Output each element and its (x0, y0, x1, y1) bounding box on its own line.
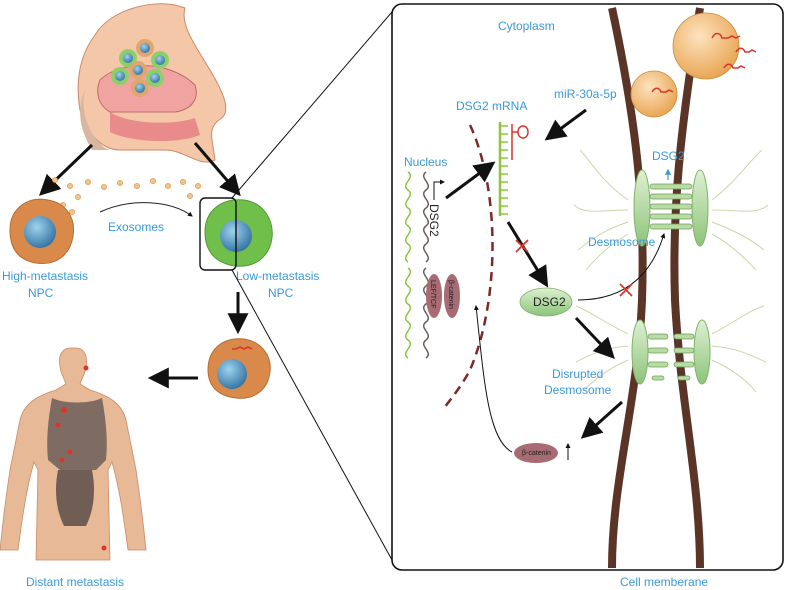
arrow-to-high-npc (38, 143, 94, 196)
zoom-line-bottom (231, 269, 393, 561)
label-beta-catenin-cyto: β-catenin (522, 450, 551, 457)
label-dsg2-gene: DSG2 (427, 204, 441, 237)
arrow-translation (506, 221, 549, 288)
label-desmosome: Desmosome (588, 235, 656, 249)
label-cytoplasm: Cytoplasm (498, 19, 555, 33)
arrow-beta-catenin-to-nucleus (473, 305, 513, 453)
label-beta-catenin-nucleus: β-catenin (447, 280, 454, 309)
translation-blocked-cross (515, 239, 529, 253)
label-low-npc: NPC (268, 286, 294, 300)
label-disrupted-1: Disrupted (552, 367, 603, 381)
free-mirna-2 (735, 47, 757, 53)
dsg2-mrna-strand (498, 122, 529, 216)
label-nucleus: Nucleus (404, 155, 447, 169)
label-exosomes: Exosomes (108, 220, 164, 234)
dna-helix-upper (405, 171, 429, 263)
arrow-mirna-to-mrna (544, 108, 587, 141)
free-mirna-1 (723, 63, 746, 69)
label-dsg2-protein: DSG2 (533, 295, 566, 309)
label-dsg2-mrna: DSG2 mRNA (456, 99, 527, 113)
label-cell-membrane: Cell memberane (620, 575, 708, 589)
label-disrupted-2: Desmosome (544, 383, 612, 397)
label-mir-30a-5p: miR-30a-5p (554, 87, 617, 101)
exosome-transfer-arrow (99, 202, 193, 217)
arrow-to-disrupted (574, 316, 615, 360)
arrow-to-low-npc (193, 142, 241, 197)
membrane-right (670, 7, 704, 569)
beta-catenin-cytoplasm (514, 443, 558, 463)
low-metastasis-cell (204, 199, 273, 267)
transcription-start (433, 179, 445, 200)
desmosome-blocked-cross (619, 283, 633, 297)
label-high-metastasis: High-metastasis (2, 269, 88, 283)
zoom-line-top (231, 11, 393, 199)
desmosome-disrupted (575, 305, 767, 393)
label-dsg2-surface: DSG2 (652, 149, 685, 163)
label-low-metastasis: Low-metastasis (236, 269, 319, 283)
converted-cell (207, 338, 271, 399)
dsg2-protein (519, 287, 573, 317)
label-lef-tcf: LEF/TCF (429, 280, 436, 308)
label-high-npc: NPC (28, 286, 54, 300)
arrow-transcription (445, 161, 496, 200)
tumor-cluster (111, 39, 169, 97)
exosome-dots (52, 177, 201, 215)
exosome-vesicle-1 (672, 12, 741, 80)
arrow-release-beta-catenin (580, 400, 624, 439)
high-metastasis-cell (9, 198, 75, 265)
lef-tcf-complex: LEF/TCF β-catenin (426, 274, 460, 318)
body-figure (0, 347, 147, 561)
membrane-left (608, 7, 647, 569)
exosome-vesicle-2 (630, 70, 678, 118)
desmosome-intact (573, 149, 769, 271)
zoom-box (199, 197, 237, 271)
label-distant-metastasis: Distant metastasis (26, 575, 124, 589)
